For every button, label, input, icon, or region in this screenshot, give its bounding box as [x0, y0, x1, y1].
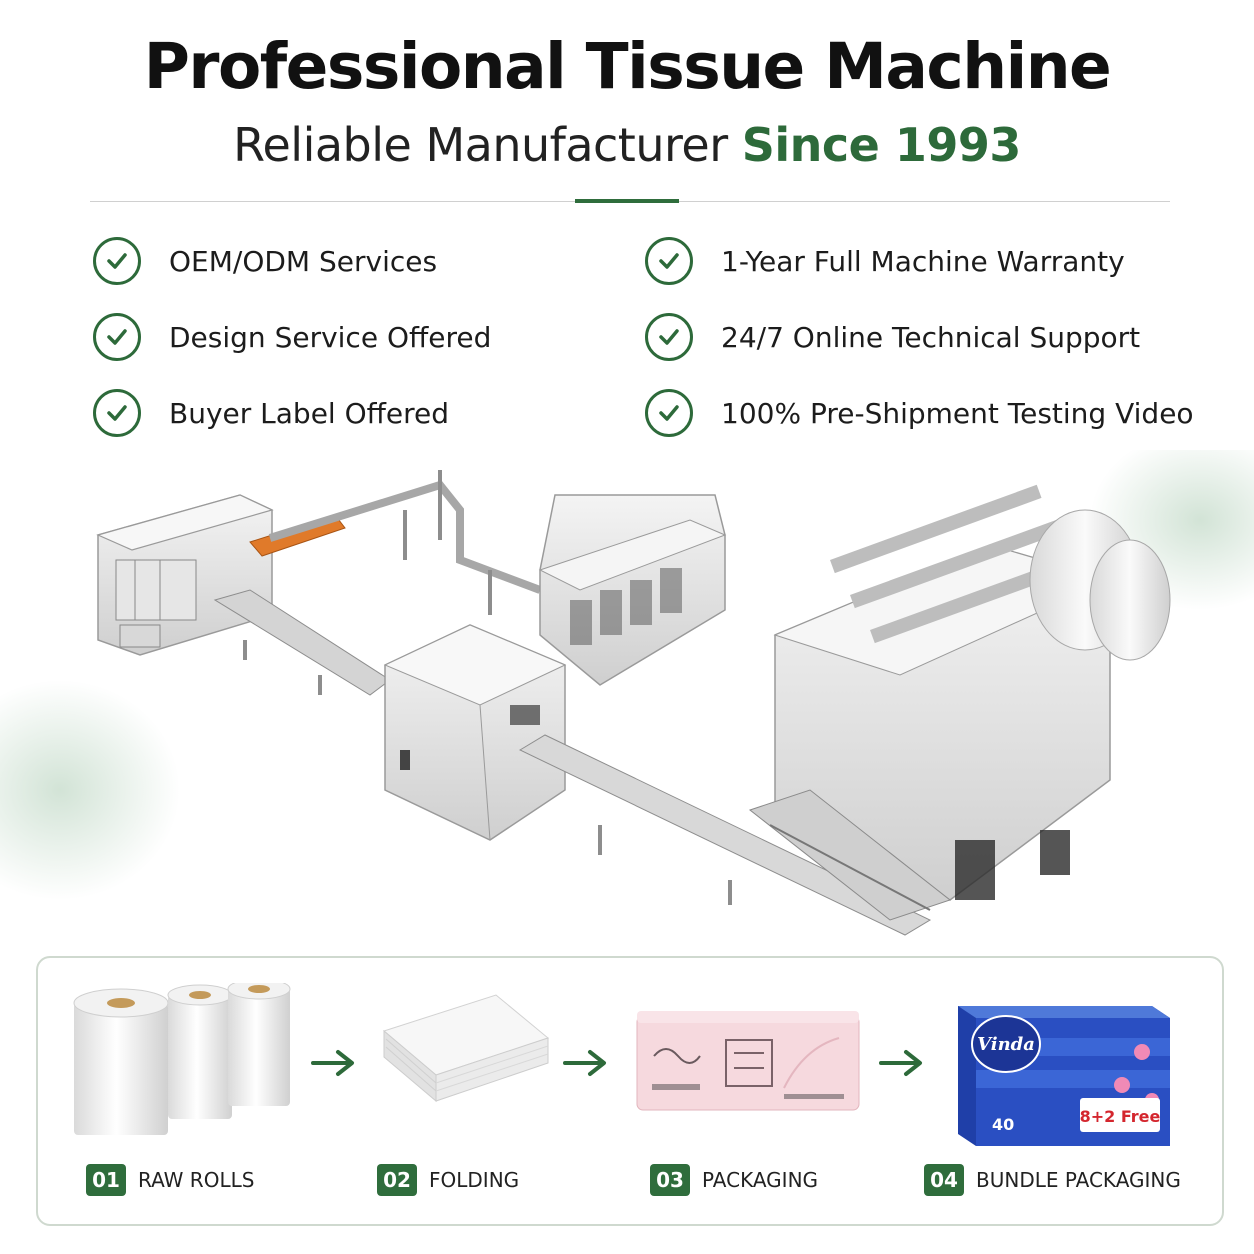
subtitle-accent: Since 1993	[741, 118, 1022, 172]
step-number: 03	[650, 1164, 690, 1196]
promo-badge: 8+2 Free	[1080, 1107, 1161, 1126]
step-number: 01	[86, 1164, 126, 1196]
pack-count: 40	[992, 1115, 1014, 1134]
tissue-roll	[73, 988, 169, 1135]
folded-tissue-image	[382, 994, 550, 1103]
feature-item: Buyer Label Offered	[93, 387, 449, 439]
tissue-roll	[167, 984, 233, 1119]
divider-accent	[575, 199, 679, 203]
step-label: 04 BUNDLE PACKAGING	[924, 1163, 1181, 1197]
overhead-conveyor	[268, 480, 542, 594]
feature-label: Design Service Offered	[169, 320, 492, 354]
arrow-right-icon	[563, 1050, 606, 1076]
single-pack-packer	[383, 624, 567, 841]
arrow-right-icon	[879, 1050, 922, 1076]
check-icon	[93, 389, 141, 437]
step-text: RAW ROLLS	[138, 1168, 255, 1192]
log-saw-machine	[538, 494, 727, 686]
tissue-machine-illustration	[0, 450, 1254, 936]
feature-item: 100% Pre-Shipment Testing Video	[645, 387, 1194, 439]
step-text: BUNDLE PACKAGING	[976, 1168, 1181, 1192]
feature-label: Buyer Label Offered	[169, 396, 450, 430]
check-icon	[645, 389, 693, 437]
raw-rolls-image	[73, 983, 291, 1135]
feature-item: 24/7 Online Technical Support	[645, 311, 1140, 363]
check-icon	[93, 237, 141, 285]
step-number: 04	[924, 1164, 964, 1196]
step-number: 02	[377, 1164, 417, 1196]
feature-label: 100% Pre-Shipment Testing Video	[721, 396, 1194, 430]
page-subtitle: Reliable Manufacturer Since 1993	[0, 118, 1254, 172]
check-icon	[93, 313, 141, 361]
step-text: PACKAGING	[702, 1168, 819, 1192]
tissue-roll	[227, 983, 291, 1106]
feature-item: Design Service Offered	[93, 311, 491, 363]
check-icon	[645, 237, 693, 285]
tissue-pack-image	[636, 1011, 860, 1111]
step-label: 02 FOLDING	[377, 1163, 519, 1197]
feature-label: 1-Year Full Machine Warranty	[721, 244, 1125, 278]
step-text: FOLDING	[429, 1168, 520, 1192]
feature-item: OEM/ODM Services	[93, 235, 437, 287]
lower-conveyor	[213, 589, 391, 696]
check-icon	[645, 313, 693, 361]
step-label: 01 RAW ROLLS	[86, 1163, 254, 1197]
brand-logo: Vinda	[977, 1034, 1035, 1055]
page-title: Professional Tissue Machine	[143, 30, 1112, 103]
arrow-right-icon	[311, 1050, 354, 1076]
folding-machine	[748, 484, 1171, 921]
step-label: 03 PACKAGING	[650, 1163, 818, 1197]
feature-item: 1-Year Full Machine Warranty	[645, 235, 1125, 287]
decor-halo	[0, 680, 180, 900]
feature-label: OEM/ODM Services	[169, 244, 438, 278]
bundle-pack-image: Vinda 8+2 Free 40	[958, 1006, 1170, 1146]
discharge-conveyor	[518, 734, 932, 936]
feature-label: 24/7 Online Technical Support	[721, 320, 1141, 354]
subtitle-main: Reliable Manufacturer	[233, 118, 728, 172]
